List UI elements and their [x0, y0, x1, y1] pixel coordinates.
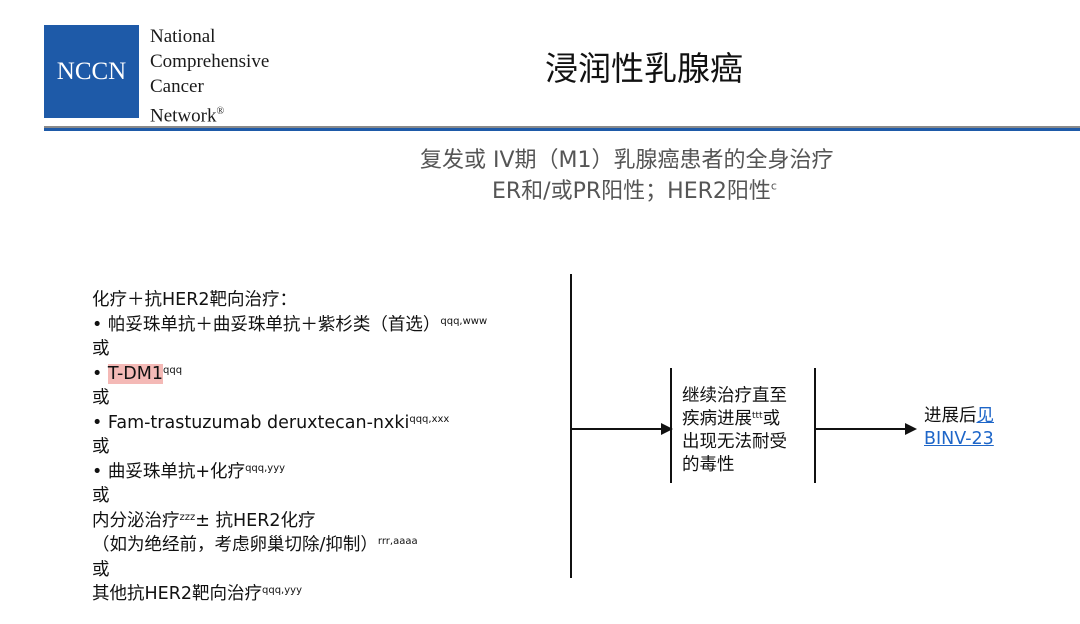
- footnote-ref: zzz: [179, 511, 196, 523]
- or-connector: 或: [92, 486, 110, 506]
- logo-line-comprehensive: Comprehensive: [150, 51, 270, 72]
- registered-mark: ®: [216, 106, 225, 117]
- treatment-item: 其他抗HER2靶向治疗qqq,yyy: [92, 584, 302, 604]
- left-bracket-line: [570, 274, 572, 578]
- subtitle-line-2: ER和/或PR阳性；HER2阳性c: [492, 179, 777, 204]
- header-rule-grey: [44, 126, 1080, 128]
- binv-23-link[interactable]: BINV-23: [924, 429, 994, 449]
- or-connector: 或: [92, 559, 110, 580]
- arrow-line-1: [571, 428, 663, 430]
- arrow-line-2: [815, 428, 907, 430]
- treatment-item: • 曲妥珠单抗+化疗qqq,yyy: [92, 461, 286, 482]
- logo-line-national: National: [150, 26, 216, 47]
- footnote-ref: qqq,www: [440, 315, 488, 327]
- footnote-ref: qqq,yyy: [262, 585, 302, 596]
- footnote-ref: qqq,xxx: [409, 413, 450, 425]
- logo-line-cancer: Cancer: [150, 76, 204, 97]
- subtitle-line-1: 复发或 IV期（M1）乳腺癌患者的全身治疗: [420, 148, 834, 173]
- page-title: 浸润性乳腺癌: [545, 49, 743, 88]
- continue-treatment-text: 继续治疗直至 疾病进展ttt或 出现无法耐受 的毒性: [682, 386, 787, 475]
- treatment-item: • 帕妥珠单抗＋曲妥珠单抗＋紫杉类（首选）qqq,www: [92, 314, 488, 335]
- footnote-ref: rrr,aaaa: [377, 536, 418, 547]
- nccn-logo-wordmark: National Comprehensive Cancer Network®: [150, 24, 269, 128]
- treatment-heading: 化疗＋抗HER2靶向治疗：: [92, 290, 298, 310]
- treatment-options-list: 化疗＋抗HER2靶向治疗： • 帕妥珠单抗＋曲妥珠单抗＋紫杉类（首选）qqq,w…: [92, 288, 562, 607]
- header-rule-blue: [44, 128, 1080, 131]
- treatment-item: • Fam-trastuzumab deruxtecan-nxkiqqq,xxx: [92, 412, 450, 433]
- footnote-ref: qqq,yyy: [245, 462, 286, 474]
- treatment-item: 内分泌治疗zzz± 抗HER2化疗: [92, 510, 316, 531]
- treatment-note: （如为绝经前，考虑卵巢切除/抑制）rrr,aaaa: [92, 535, 418, 555]
- treatment-item-tdm1: • T-DM1qqq: [92, 363, 183, 384]
- or-connector: 或: [92, 339, 110, 359]
- footnote-ref: qqq: [163, 364, 183, 376]
- arrowhead-2: [905, 423, 917, 435]
- or-connector: 或: [92, 388, 110, 408]
- subtitle-footnote: c: [770, 179, 777, 193]
- progression-text: 进展后见 BINV-23: [924, 406, 995, 449]
- nccn-logo-badge: NCCN: [44, 25, 139, 118]
- box-right-line: [814, 368, 816, 483]
- or-connector: 或: [92, 437, 110, 457]
- box-left-line: [670, 368, 672, 483]
- see-link[interactable]: 见: [976, 406, 995, 426]
- highlighted-tdm1: T-DM1: [107, 363, 163, 384]
- logo-line-network: Network®: [150, 105, 225, 127]
- footnote-ref: ttt: [752, 411, 763, 421]
